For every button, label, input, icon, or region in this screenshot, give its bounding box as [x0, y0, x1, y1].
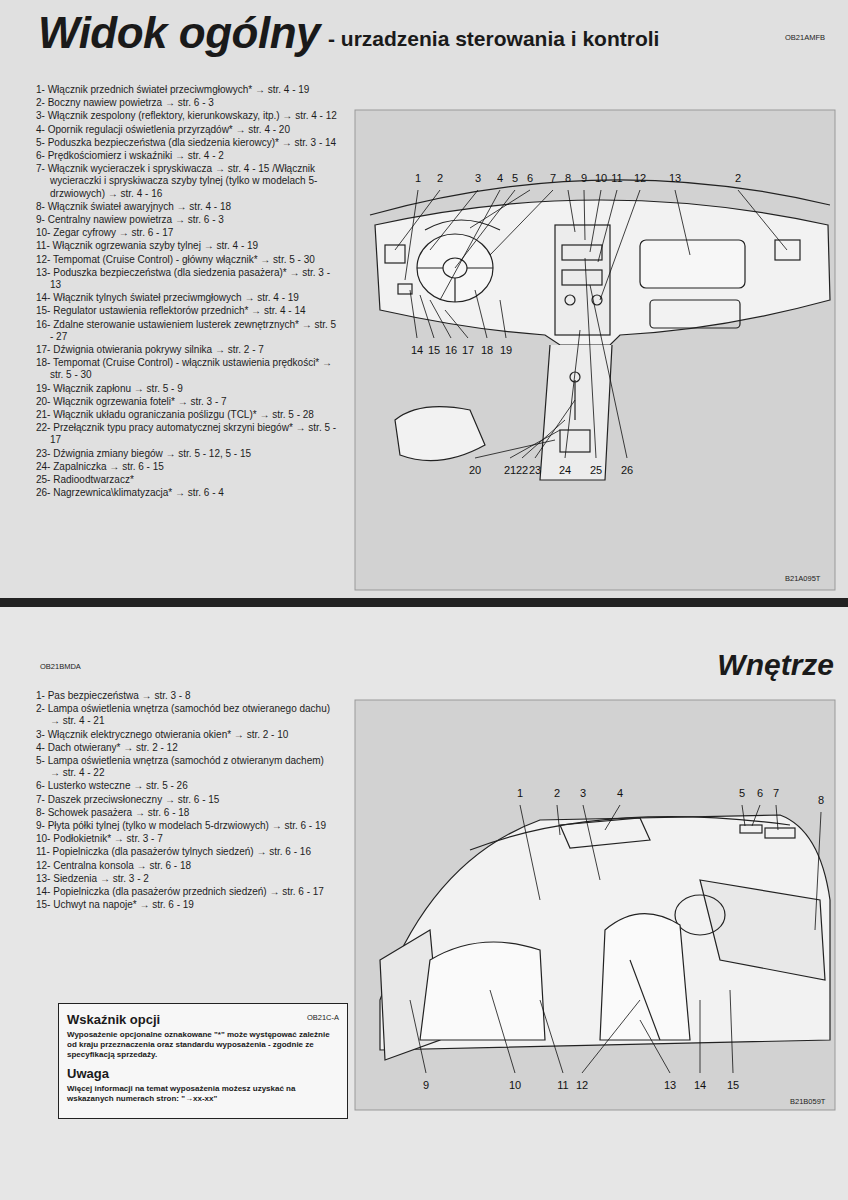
part-list-item: 1- Pas bezpieczeństwa → str. 3 - 8 [36, 690, 336, 702]
callout-number: 13 [669, 172, 681, 185]
figure-code: B21B059T [790, 1097, 825, 1106]
part-list-item: 10- Zegar cyfrowy → str. 6 - 17 [36, 227, 341, 239]
part-list-item: 14- Włącznik tylnych świateł przeciwmgło… [36, 292, 341, 304]
callout-number: 5 [512, 172, 518, 185]
part-list-item: 8- Schowek pasażera → str. 6 - 18 [36, 807, 336, 819]
part-list-item: 13- Siedzenia → str. 3 - 2 [36, 873, 336, 885]
part-list-item: 21- Włącznik układu ograniczania poślizg… [36, 409, 341, 421]
callout-number: 6 [757, 787, 763, 800]
part-list-item: 6- Prędkościomierz i wskaźniki → str. 4 … [36, 150, 341, 162]
part-list-item: 4- Opornik regulacji oświetlenia przyrzą… [36, 124, 341, 136]
part-list-item: 2- Boczny nawiew powietrza → str. 6 - 3 [36, 97, 341, 109]
part-list-item: 16- Zdalne sterowanie ustawieniem luster… [36, 319, 341, 343]
note-box: OB21C-A Wskaźnik opcjiWyposażenie opcjona… [58, 1003, 348, 1119]
part-list-item: 15- Regulator ustawienia reflektorów prz… [36, 305, 341, 317]
part-list-item: 15- Uchwyt na napoje* → str. 6 - 19 [36, 899, 336, 911]
box-heading: Wskaźnik opcji [67, 1012, 160, 1028]
callout-number: 23 [529, 464, 541, 477]
callout-number: 9 [423, 1079, 429, 1092]
callout-number: 4 [497, 172, 503, 185]
part-list-item: 7- Daszek przeciwsłoneczny → str. 6 - 15 [36, 794, 336, 806]
callout-number: 20 [469, 464, 481, 477]
callout-number: 16 [445, 344, 457, 357]
legend-list: 1- Pas bezpieczeństwa → str. 3 - 82- Lam… [36, 690, 336, 912]
part-list-item: 10- Podłokietnik* → str. 3 - 7 [36, 833, 336, 845]
callout-number: 22 [516, 464, 528, 477]
callout-number: 10 [509, 1079, 521, 1092]
callout-number: 2 [437, 172, 443, 185]
part-list-item: 12- Centralna konsola → str. 6 - 18 [36, 860, 336, 872]
part-list-item: 7- Włącznik wycieraczek i spryskiwacza →… [36, 163, 341, 200]
callout-number: 25 [590, 464, 602, 477]
part-list-item: 18- Tempomat (Cruise Control) - włącznik… [36, 357, 341, 381]
part-list-item: 25- Radioodtwarzacz* [36, 474, 341, 486]
callout-number: 21 [504, 464, 516, 477]
part-list-item: 5- Lampa oświetlenia wnętrza (samochód z… [36, 755, 336, 779]
part-list-item: 3- Włącznik zespolony (reflektory, kieru… [36, 110, 341, 122]
box-text: Więcej informacji na temat wyposażenia m… [67, 1084, 339, 1104]
callout-number: 10 [595, 172, 607, 185]
part-list-item: 20- Włącznik ogrzewania foteli* → str. 3… [36, 396, 341, 408]
part-list-item: 12- Tempomat (Cruise Control) - główny w… [36, 254, 341, 266]
callout-number: 24 [559, 464, 571, 477]
box-text: Wyposażenie opcjonalne oznakowane "*" mo… [67, 1030, 339, 1060]
callout-number: 8 [565, 172, 571, 185]
part-list-item: 13- Poduszka bezpieczeństwa (dla siedzen… [36, 267, 341, 291]
callout-number: 12 [634, 172, 646, 185]
callout-number: 15 [727, 1079, 739, 1092]
callout-number: 13 [664, 1079, 676, 1092]
section-heading: Wnętrze [717, 648, 834, 682]
callout-number: 14 [411, 344, 423, 357]
part-list-item: 1- Włącznik przednich świateł przeciwmgł… [36, 84, 341, 96]
part-list-item: 19- Włącznik zapłonu → str. 5 - 9 [36, 383, 341, 395]
part-list-item: 22- Przełącznik typu pracy automatycznej… [36, 422, 341, 446]
callout-number: 15 [428, 344, 440, 357]
legend-list: 1- Włącznik przednich świateł przeciwmgł… [36, 84, 341, 501]
callout-number: 2 [554, 787, 560, 800]
callout-number: 1 [415, 172, 421, 185]
callout-number: 3 [580, 787, 586, 800]
callout-number: 5 [739, 787, 745, 800]
callout-number: 26 [621, 464, 633, 477]
document-code: OB21BMDA [40, 662, 81, 671]
callout-number: 1 [517, 787, 523, 800]
part-list-item: 9- Centralny nawiew powietrza → str. 6 -… [36, 214, 341, 226]
callout-number: 7 [550, 172, 556, 185]
callout-number: 9 [581, 172, 587, 185]
callout-number: 17 [462, 344, 474, 357]
box-code: OB21C-A [307, 1013, 339, 1022]
callout-number: 14 [694, 1079, 706, 1092]
page-title: Widok ogólny [38, 8, 320, 58]
part-list-item: 11- Włącznik ogrzewania szyby tylnej → s… [36, 240, 341, 252]
box-heading: Uwaga [67, 1066, 339, 1082]
callout-number: 8 [818, 794, 824, 807]
figure-code: B21A095T [785, 574, 820, 583]
part-list-item: 11- Popielniczka (dla pasażerów tylnych … [36, 846, 336, 858]
part-list-item: 14- Popielniczka (dla pasażerów przednic… [36, 886, 336, 898]
part-list-item: 2- Lampa oświetlenia wnętrza (samochód b… [36, 703, 336, 727]
document-code: OB21AMFB [785, 33, 825, 42]
callout-number: 18 [481, 344, 493, 357]
callout-number: 11 [557, 1079, 568, 1092]
callout-number: 3 [475, 172, 481, 185]
part-list-item: 8- Włącznik świateł awaryjnych → str. 4 … [36, 201, 341, 213]
callout-number: 2 [735, 172, 741, 185]
part-list-item: 4- Dach otwierany* → str. 2 - 12 [36, 742, 336, 754]
callout-number: 11 [611, 172, 622, 185]
callout-number: 12 [576, 1079, 588, 1092]
part-list-item: 9- Płyta półki tylnej (tylko w modelach … [36, 820, 336, 832]
callout-number: 7 [773, 787, 779, 800]
callout-number: 19 [500, 344, 512, 357]
part-list-item: 6- Lusterko wsteczne → str. 5 - 26 [36, 780, 336, 792]
part-list-item: 26- Nagrzewnica\klimatyzacja* → str. 6 -… [36, 487, 341, 499]
part-list-item: 23- Dźwignia zmiany biegów → str. 5 - 12… [36, 448, 341, 460]
callout-number: 4 [617, 787, 623, 800]
part-list-item: 17- Dźwignia otwierania pokrywy silnika … [36, 344, 341, 356]
callout-number: 6 [527, 172, 533, 185]
part-list-item: 5- Poduszka bezpieczeństwa (dla siedzeni… [36, 137, 341, 149]
page-subtitle: - urzadzenia sterowania i kontroli [328, 27, 659, 51]
part-list-item: 3- Włącznik elektrycznego otwierania oki… [36, 729, 336, 741]
part-list-item: 24- Zapalniczka → str. 6 - 15 [36, 461, 341, 473]
